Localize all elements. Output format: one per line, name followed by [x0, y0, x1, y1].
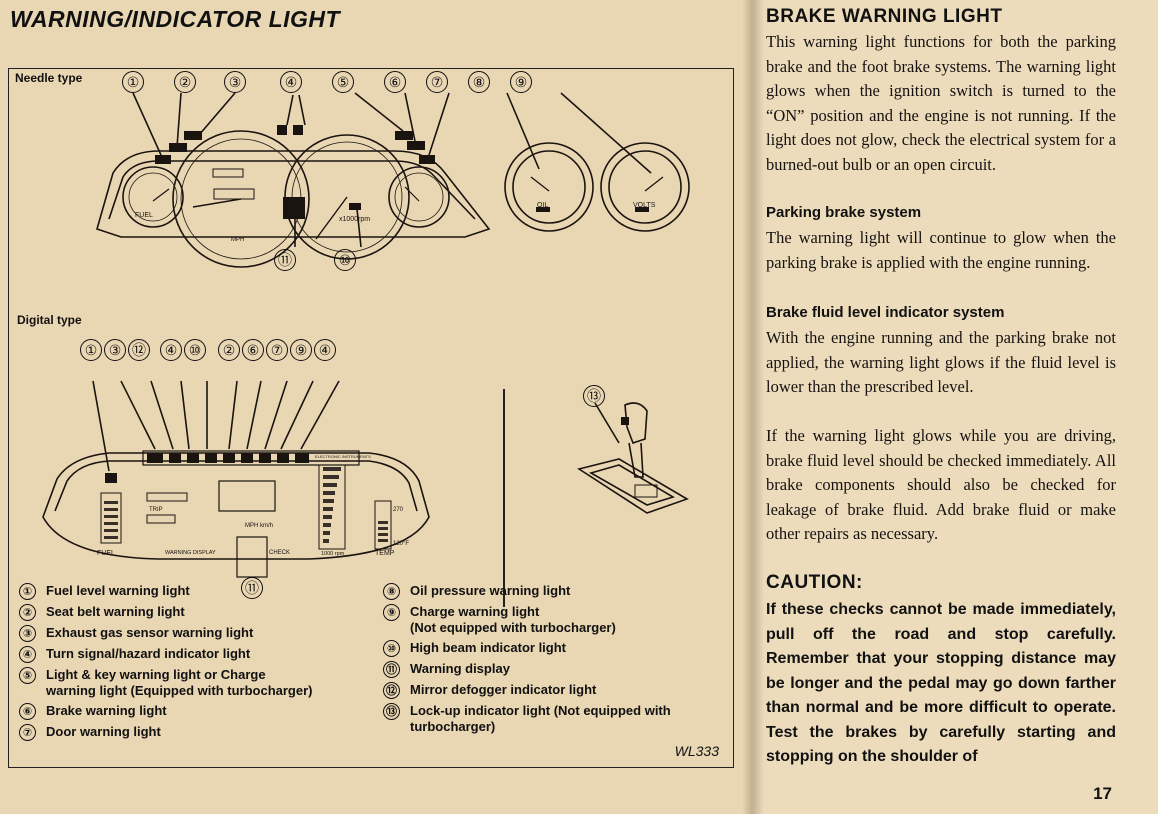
- digital-rpm-label: 1000 rpm: [321, 551, 345, 557]
- fluid-level-text-1: With the engine running and the parking …: [766, 328, 1116, 396]
- figure-divider: [503, 389, 505, 607]
- brake-intro-text: This warning light functions for both th…: [766, 32, 1116, 174]
- callout-5: ⑤: [332, 71, 354, 93]
- digital-callout-4b: ④: [314, 339, 336, 361]
- callout-9: ⑨: [510, 71, 532, 93]
- digital-callout-9: ⑨: [290, 339, 312, 361]
- brake-warning-heading: BRAKE WARNING LIGHT: [766, 6, 1003, 27]
- callout-1: ①: [122, 71, 144, 93]
- digital-callout-7: ⑦: [266, 339, 288, 361]
- callout-11: ⑪: [274, 249, 296, 271]
- caution-text: If these checks cannot be made immediate…: [766, 601, 1116, 765]
- digital-fuel-label: FUEL: [97, 550, 115, 557]
- electronic-label: ELECTRONIC INSTRUMENTS: [315, 454, 371, 459]
- digital-cluster-diagram: FUEL TRIP MPH km/h WARNING DISPLAY CHECK…: [42, 380, 430, 578]
- warning-display-label: WARNING DISPLAY: [165, 550, 216, 556]
- digital-type-label: Digital type: [17, 313, 82, 327]
- callout-6: ⑥: [384, 71, 406, 93]
- digital-callout-3: ③: [104, 339, 126, 361]
- right-page: [752, 0, 1158, 814]
- left-page: [0, 0, 752, 814]
- mph-label: MPH: [231, 237, 244, 243]
- digital-bottom-callouts: ⑪: [241, 577, 275, 599]
- shifter-callouts: ⑬: [583, 385, 617, 407]
- temp-270-label: 270: [393, 507, 404, 513]
- fuel-gauge-label: FUEL: [135, 212, 153, 219]
- digital-temp-label: TEMP: [375, 550, 395, 557]
- callout-13: ⑬: [583, 385, 605, 407]
- needle-cluster-diagram: FUEL OIL VOLTS x1000rpm MPH: [96, 92, 690, 268]
- needle-type-label: Needle type: [15, 71, 83, 85]
- digital-callout-2: ②: [218, 339, 240, 361]
- parking-brake-heading: Parking brake system: [766, 204, 922, 221]
- callout-7: ⑦: [426, 71, 448, 93]
- fluid-level-heading: Brake fluid level indicator system: [766, 304, 1005, 321]
- volts-gauge-label: VOLTS: [633, 202, 656, 209]
- mph-kmh-label: MPH km/h: [245, 523, 273, 529]
- rpm-label: x1000rpm: [339, 216, 370, 223]
- caution-title: CAUTION:: [766, 572, 863, 593]
- callout-8: ⑧: [468, 71, 490, 93]
- digital-callout-4a: ④: [160, 339, 182, 361]
- page-gutter: [742, 0, 764, 814]
- callout-3: ③: [224, 71, 246, 93]
- figure-code: WL333: [674, 743, 719, 759]
- digital-callout-1: ①: [80, 339, 102, 361]
- digital-callout-6: ⑥: [242, 339, 264, 361]
- oil-gauge-label: OIL: [537, 202, 548, 209]
- fluid-level-text-2: If the warning light glows while you are…: [766, 426, 1116, 543]
- page-number: 17: [1093, 784, 1112, 803]
- digital-callout-11: ⑪: [241, 577, 263, 599]
- page-title: WARNING/INDICATOR LIGHT: [10, 6, 341, 32]
- temp-120-label: 120°F: [393, 541, 409, 547]
- callout-10: ⑩: [334, 249, 356, 271]
- callout-2: ②: [174, 71, 196, 93]
- digital-callout-10: ⑩: [184, 339, 206, 361]
- shifter-diagram: [577, 402, 689, 514]
- callout-4: ④: [280, 71, 302, 93]
- check-label: CHECK: [269, 550, 290, 556]
- digital-callout-12: ⑫: [128, 339, 150, 361]
- trip-label: TRIP: [149, 507, 163, 513]
- parking-brake-text: The warning light will continue to glow …: [766, 228, 1116, 272]
